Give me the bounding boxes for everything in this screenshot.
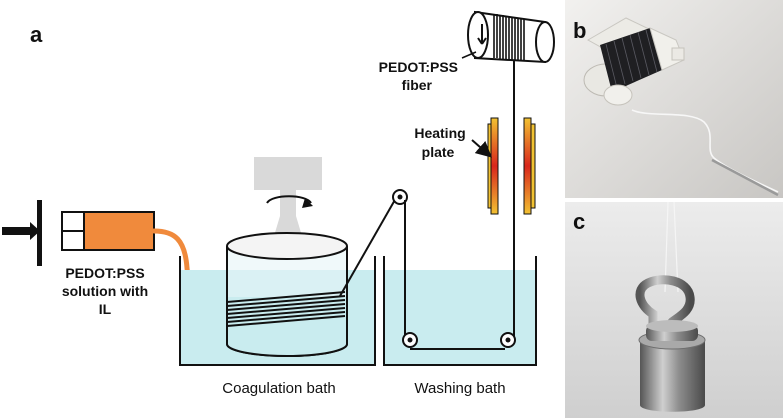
fiber-path-1 [339, 197, 397, 297]
plunger-rod [2, 227, 32, 235]
needle [711, 158, 779, 197]
plunger-arrow [30, 222, 40, 240]
funnel-neck [274, 190, 302, 236]
heating-plates [487, 117, 536, 215]
fiber-label-line1: PEDOT:PSS [379, 59, 458, 75]
plunger-handle [37, 200, 42, 266]
weight-body [640, 340, 705, 412]
solution-label-line3: IL [99, 301, 112, 317]
funnel-top [254, 157, 322, 190]
photo-b-background [565, 0, 783, 198]
fiber-label-line2: fiber [402, 77, 433, 93]
solution-label-line1: PEDOT:PSS [65, 265, 144, 281]
heating-label-line2: plate [422, 144, 455, 160]
spool-image [583, 17, 685, 106]
coagulation-bath-label: Coagulation bath [222, 380, 335, 397]
syringe [2, 200, 155, 266]
heating-label-line1: Heating [414, 125, 465, 141]
hook [635, 275, 695, 330]
panel-label-b: b [573, 18, 586, 43]
syringe-fluid [83, 211, 155, 251]
rotation-funnel [254, 157, 322, 236]
collector-cylinder [226, 232, 348, 357]
photo-b: b [565, 0, 783, 198]
takeup-drum [467, 10, 555, 64]
fiber-label-pointer [461, 51, 477, 59]
photo-c: c [565, 201, 783, 418]
solution-label-line2: solution with [62, 283, 148, 299]
panel-label-c: c [573, 209, 585, 234]
rotation-indicator-icon [477, 24, 487, 45]
fiber-right-c [673, 201, 679, 293]
heating-arrow [471, 139, 492, 158]
washing-bath-label: Washing bath [414, 380, 505, 397]
rotation-arrow-icon [266, 195, 312, 204]
panel-label-a: a [30, 22, 43, 47]
wound-fiber [226, 291, 346, 327]
photo-divider [565, 198, 783, 202]
